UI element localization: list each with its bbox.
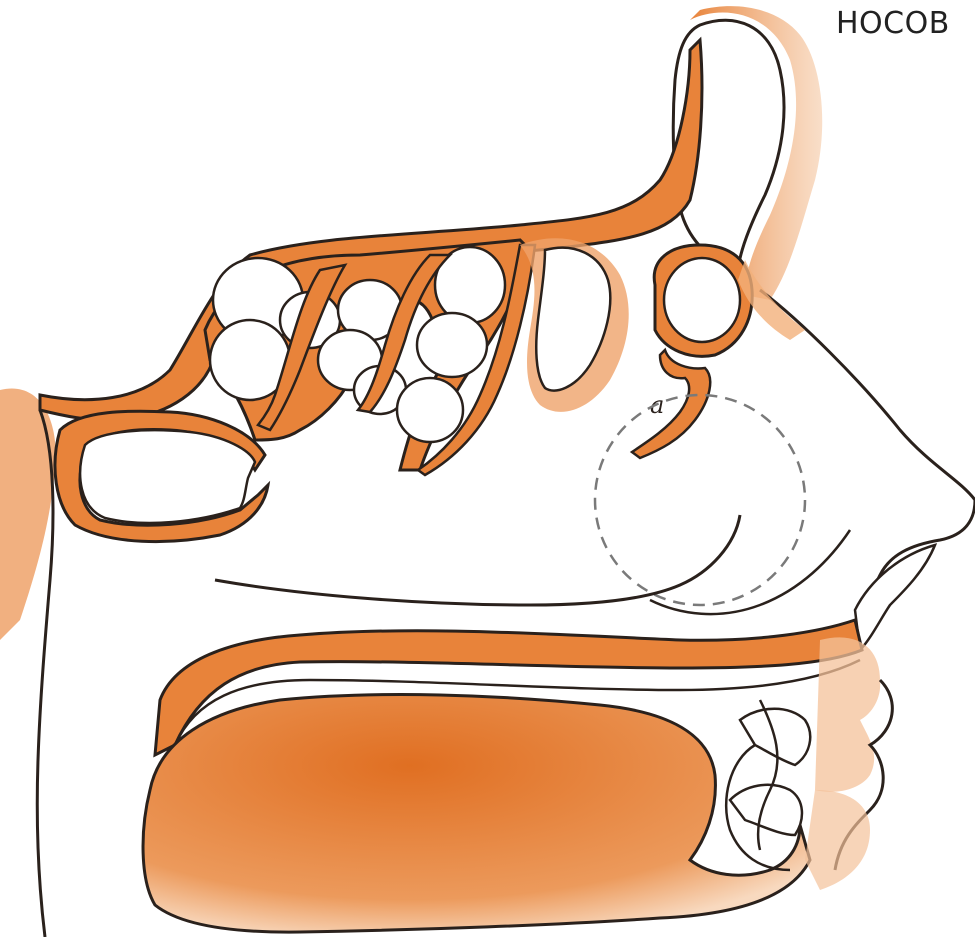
nose-profile-outline: [760, 290, 975, 635]
sphenoid-sinus-cavity: [80, 430, 255, 523]
orbit-cavity: [664, 258, 740, 342]
ethmoid-cell: [397, 378, 463, 442]
lower-incisor: [730, 785, 802, 835]
chin-tissue: [805, 790, 870, 890]
upper-lip-tissue: [815, 637, 880, 791]
corner-caption: НОСОВ: [836, 6, 950, 41]
nasal-vestibule-line: [650, 530, 850, 614]
tongue: [143, 695, 810, 933]
nasal-floor-line: [215, 515, 740, 605]
lacrimal-duct: [632, 350, 710, 458]
ethmoid-cell: [417, 313, 487, 377]
nostril-ala: [855, 545, 935, 650]
